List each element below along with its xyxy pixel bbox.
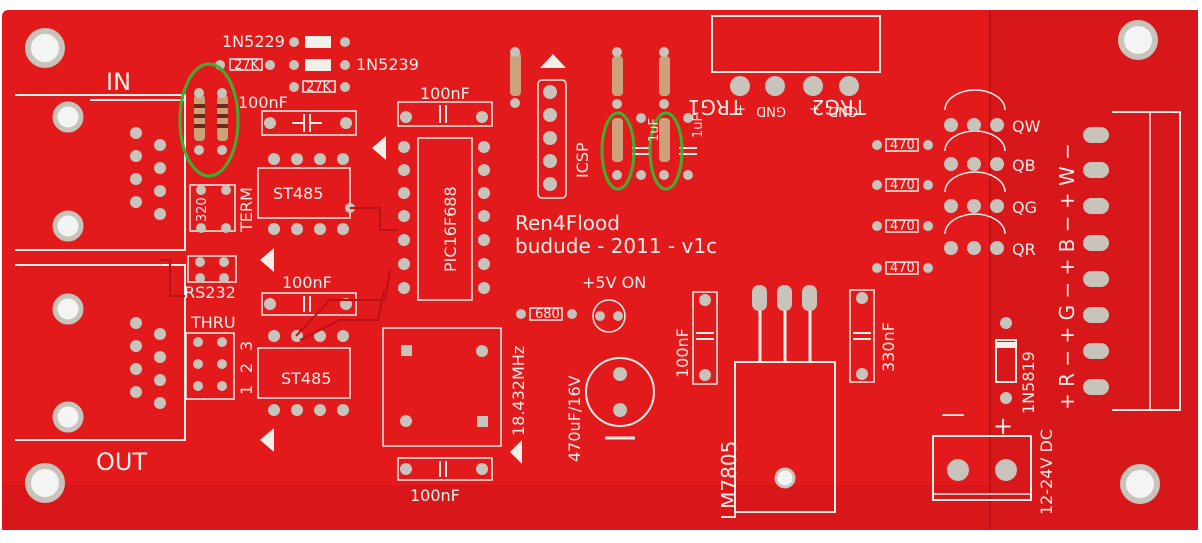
diode-1n5819: [995, 317, 1017, 404]
green-marker-input: [178, 62, 240, 178]
mounting-holes: [25, 20, 1160, 504]
label-1uf-a: 1uF: [647, 118, 662, 142]
pcb-body: [2, 10, 1198, 530]
label-n1: 1: [237, 385, 256, 395]
cap-330nf: [849, 289, 875, 383]
label-lm7805: LM7805: [717, 441, 741, 520]
label-320: 320: [195, 197, 210, 222]
label-27k-b: 27K: [306, 80, 332, 95]
cap-100nf-top: [261, 110, 357, 136]
label-470uf: 470uF/16V: [565, 375, 584, 462]
label-rgbw: + R − + G − + B − + W −: [1055, 143, 1079, 410]
label-xtal: 18.432MHz: [509, 346, 528, 436]
resistors-icsp: [612, 47, 697, 180]
label-plus-a: +: [735, 101, 746, 116]
label-qr: QR: [1012, 240, 1036, 259]
resistors-470: [872, 140, 933, 273]
label-gnd-a: GND: [756, 103, 786, 118]
trigger-terminal: [711, 15, 881, 96]
label-credit: budude - 2011 - v1c: [515, 234, 717, 258]
cap-100nf-bottom: [397, 457, 493, 481]
transistors: [944, 89, 1006, 255]
traces: [160, 207, 398, 341]
thru-header: [185, 332, 235, 400]
label-rs232: RS232: [184, 283, 236, 302]
label-1uf-b: 1uF: [691, 114, 706, 138]
label-1n5819: 1N5819: [1019, 351, 1038, 414]
label-thru: THRU: [190, 313, 236, 332]
label-st485-top: ST485: [273, 184, 323, 203]
label-trg2: TRG2: [812, 95, 867, 119]
label-n2: 2: [237, 363, 256, 373]
label-5v-on: +5V ON: [582, 273, 646, 292]
green-marker-left: [600, 111, 636, 191]
st485-bottom: [257, 330, 351, 452]
label-qw: QW: [1012, 117, 1041, 136]
label-470-3: 470: [890, 219, 915, 234]
label-100nf-pic: 100nF: [420, 84, 470, 103]
label-gnd-b: GND: [828, 103, 858, 118]
label-1n5239: 1N5239: [356, 55, 419, 74]
cap-100nf-vertical: [692, 291, 718, 385]
label-470-1: 470: [890, 138, 915, 153]
label-plus-b: +: [809, 101, 820, 116]
power-terminal: [932, 435, 1032, 501]
label-plus: +: [993, 412, 1013, 440]
label-680: 680: [535, 307, 560, 322]
diode-row: [215, 36, 350, 93]
led: [592, 299, 626, 333]
pic-chip: [372, 101, 493, 301]
label-icsp: ICSP: [573, 142, 592, 178]
label-27k-a: 27K: [234, 58, 260, 73]
label-minus: —: [941, 400, 965, 428]
label-term: TERM: [237, 187, 256, 233]
label-100nf-vertical: 100nF: [673, 328, 692, 378]
term-block: [189, 184, 236, 233]
pcb-right-region: [990, 10, 1198, 530]
green-marker-right: [648, 111, 684, 191]
label-qb: QB: [1012, 156, 1036, 175]
label-470-2: 470: [890, 178, 915, 193]
rj45-jacks: [15, 94, 186, 441]
label-1n5229: 1N5229: [222, 32, 285, 51]
resistors-input: [194, 88, 228, 155]
label-trg1: TRG1: [688, 95, 743, 119]
label-st485-bottom: ST485: [281, 369, 331, 388]
regulator: [734, 285, 836, 513]
label-100nf-top: 100nF: [238, 93, 288, 112]
icsp-header: [510, 47, 567, 199]
label-out: OUT: [96, 448, 147, 476]
electrolytic-cap: [585, 357, 655, 440]
label-n3: 3: [237, 341, 256, 351]
resistor-680: [516, 307, 577, 321]
label-100nf-mid: 100nF: [282, 273, 332, 292]
label-qg: QG: [1012, 198, 1037, 217]
rs232-jumper: [187, 255, 237, 283]
output-terminal: [1083, 111, 1181, 411]
label-pic16f688: PIC16F688: [441, 186, 460, 272]
label-dc: 12-24V DC: [1037, 429, 1056, 515]
crystal: [382, 327, 522, 464]
label-100nf-bottom: 100nF: [410, 486, 460, 505]
label-title: Ren4Flood: [515, 211, 620, 235]
label-330nf: 330nF: [879, 322, 898, 372]
label-in: IN: [106, 68, 131, 96]
rj45-pads: [130, 127, 166, 409]
label-470-4: 470: [890, 261, 915, 276]
